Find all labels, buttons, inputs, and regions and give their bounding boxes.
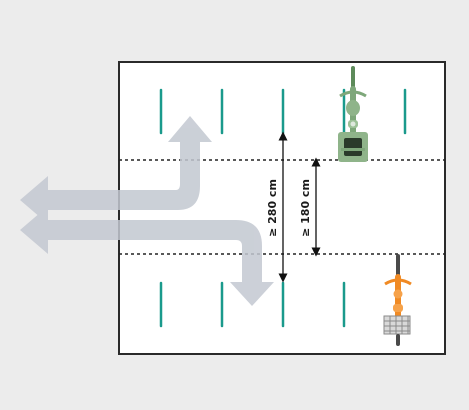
dimension-label-total: ≥ 280 cm [266, 179, 279, 237]
circulation-arrows [20, 116, 274, 306]
dimension-label-clear: ≥ 180 cm [299, 179, 312, 237]
entry-arrow-up [42, 116, 212, 210]
top-bay-lines [159, 88, 407, 135]
bottom-bay-lines [159, 281, 346, 328]
entry-arrow-down [42, 220, 274, 306]
bicycle-topdown-icon [383, 254, 412, 346]
bicycle-topdown-icon [338, 66, 368, 162]
exit-arrowhead-bottom [20, 206, 48, 254]
